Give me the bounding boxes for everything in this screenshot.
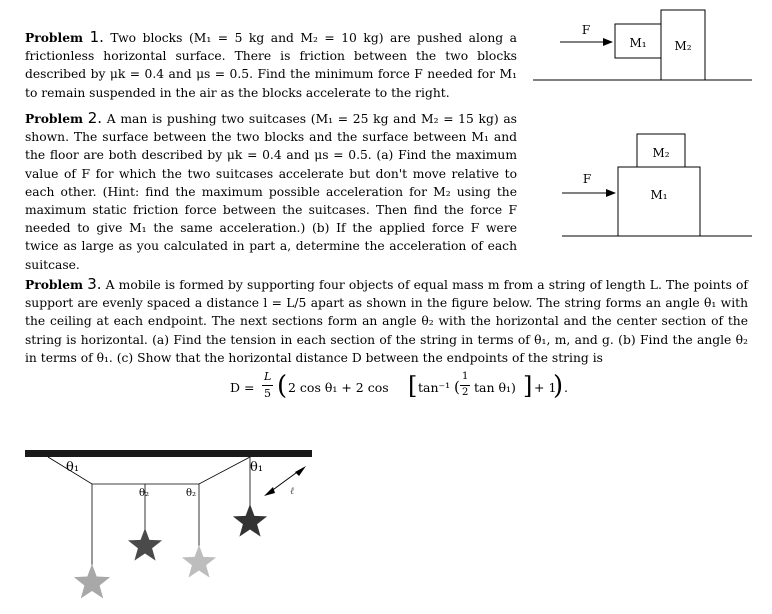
fig2-block-m1-label: M₁ [650, 188, 667, 202]
problem-1-number: 1. [89, 28, 104, 46]
problem-2-text: A man is pushing two suitcases (M₁ = 25 … [25, 112, 517, 272]
fig3-star-4 [232, 504, 268, 537]
fig3-theta2-right: θ₂ [186, 488, 196, 499]
fig2-force-label: F [583, 172, 591, 186]
fig2-block-m1 [617, 166, 701, 237]
fig2-block-m2 [636, 133, 686, 168]
fig3-star-3 [181, 545, 217, 578]
eq-frac-bar [262, 385, 273, 386]
eq-arctan: tan⁻¹ [418, 380, 451, 395]
eq-bracket-close: ] [523, 372, 533, 400]
problem-1-heading: Problem [25, 30, 84, 45]
figure-2-stacked-suitcases: M₁ M₂ F [562, 133, 752, 237]
eq-frac-num: L [264, 370, 272, 383]
eq-term1: 2 cos θ₁ + 2 cos [288, 380, 389, 395]
eq-paren-close: ) [553, 371, 564, 401]
fig3-star-1 [73, 564, 111, 599]
fig3-theta1-left: θ₁ [66, 460, 79, 475]
fig3-theta2-left: θ₂ [139, 488, 149, 499]
eq-tail: + 1 [534, 380, 557, 395]
fig1-force-label: F [582, 23, 590, 37]
eq-half-den: 2 [462, 387, 469, 398]
eq-paren-open: ( [277, 371, 288, 401]
eq-bracket-open: [ [408, 372, 418, 400]
fig3-theta1-right: θ₁ [250, 460, 263, 475]
problem-3-text: A mobile is formed by supporting four ob… [25, 278, 748, 365]
problem-2-heading: Problem [25, 111, 84, 126]
problem-2-number: 2. [87, 109, 103, 127]
fig1-block-m2-label: M₂ [674, 39, 691, 53]
eq-frac-den: 5 [264, 387, 271, 400]
figure-1-two-blocks: F M₁ M₂ [533, 9, 752, 81]
eq-half-num: 1 [462, 371, 469, 382]
problem-2: Problem 2. A man is pushing two suitcase… [25, 109, 517, 274]
problem-1-text: Two blocks (M₁ = 5 kg and M₂ = 10 kg) ar… [25, 31, 517, 100]
figure-3-mobile: ℓ θ₁ θ₁ θ₂ θ₂ [25, 450, 312, 599]
fig1-block-m1 [614, 23, 662, 59]
fig3-length-arrow [269, 469, 301, 493]
fig1-block-m1-label: M₁ [629, 36, 646, 50]
eq-period: . [564, 380, 568, 395]
fig3-length-label: ℓ [290, 486, 294, 497]
problem-3-number: 3. [87, 275, 102, 293]
fig3-length-arrowhead-a [264, 487, 275, 496]
eq-inner-open: ( [454, 378, 460, 396]
fig3-length-arrowhead-b [295, 466, 306, 476]
problem-3: Problem 3. A mobile is formed by support… [25, 275, 748, 367]
eq-lhs: D = [230, 380, 255, 395]
fig2-block-m2-label: M₂ [652, 146, 669, 160]
eq-half-bar [460, 385, 470, 386]
fig1-block-m2 [660, 9, 706, 81]
fig3-ceiling [25, 450, 312, 457]
eq-inner-tan: tan θ₁) [474, 380, 516, 395]
fig3-star-2 [127, 528, 163, 561]
problem-3-heading: Problem [25, 277, 84, 292]
problem-1: Problem 1. Two blocks (M₁ = 5 kg and M₂ … [25, 28, 517, 102]
